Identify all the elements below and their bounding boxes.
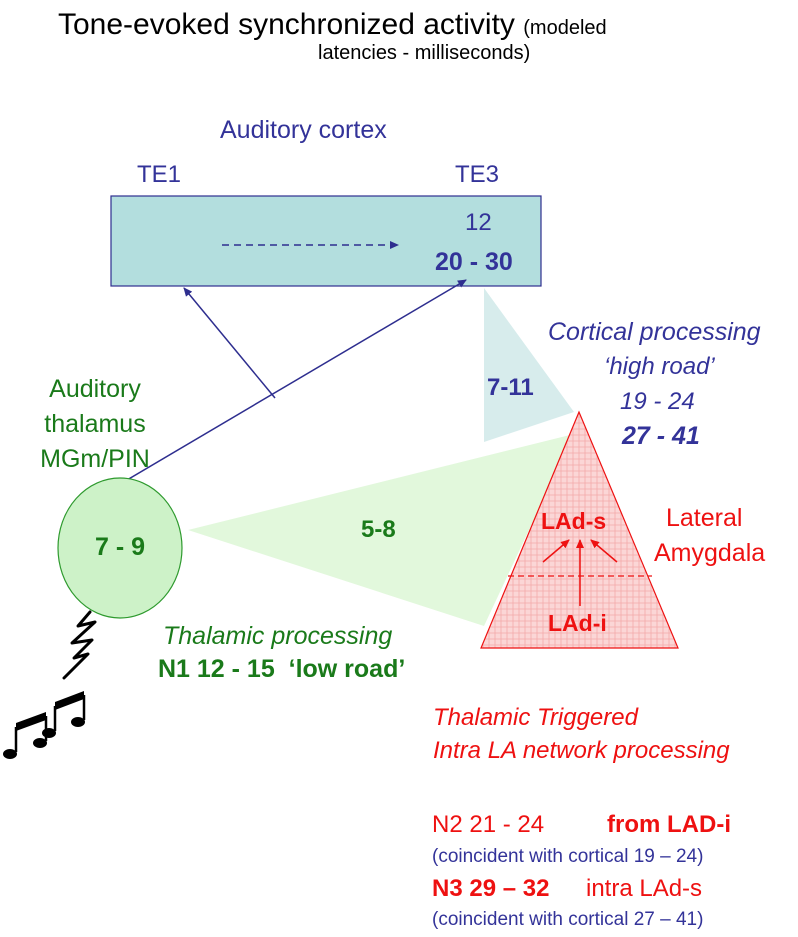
lateral-label: Lateral [666, 504, 743, 532]
title-sub-part2: latencies - milliseconds) [318, 42, 531, 64]
n3-label: N3 29 – 32 [432, 875, 550, 902]
cortex-value-early: 12 [465, 209, 492, 236]
n3-source: intra LAd-s [586, 875, 703, 902]
thalamus-label-1: Auditory [49, 375, 141, 403]
thalamus-label-3: MGm/PIN [40, 445, 150, 473]
high-road-label: ‘high road’ [604, 353, 715, 380]
page-title: Tone-evoked synchronized activity (model… [58, 8, 607, 42]
n2-label: N2 21 - 24 [432, 811, 545, 838]
thalamic-processing-heading: Thalamic processing [163, 622, 393, 650]
te3-label: TE3 [455, 161, 500, 188]
thalamus-value: 7 - 9 [94, 533, 146, 561]
n2-source: from LAD-i [607, 811, 731, 838]
cortex-value-late: 20 - 30 [435, 248, 513, 276]
auditory-cortex-heading: Auditory cortex [220, 116, 387, 144]
low-road-label: N1 12 - 15 ‘low road’ [158, 655, 406, 683]
right-diagonal-arrow [590, 539, 618, 563]
thalamic-latency: 5-8 [361, 516, 396, 543]
title-sub-part1: (modeled [523, 17, 607, 39]
amygdala-label: Amygdala [654, 539, 766, 567]
n3-note: (coincident with cortical 27 – 41) [432, 909, 704, 930]
thalamic-beam [188, 434, 574, 626]
cortical-beam [484, 288, 574, 442]
music-notes-icon [3, 610, 97, 759]
cortical-latency: 7-11 [487, 374, 534, 401]
cortical-range-2: 27 - 41 [622, 422, 700, 450]
cortical-range-1: 19 - 24 [620, 388, 695, 415]
te1-label: TE1 [137, 161, 182, 188]
thalamus-to-cortex-line [109, 279, 467, 491]
cortex-box [110, 195, 542, 287]
lad-s-label: LAd-s [541, 508, 607, 534]
title-main: Tone-evoked synchronized activity [58, 8, 515, 41]
cortical-processing-heading: Cortical processing [548, 318, 761, 346]
n2-note: (coincident with cortical 19 – 24) [432, 846, 704, 867]
network-heading-2: Intra LA network processing [433, 737, 730, 764]
lad-i-label: LAd-i [548, 610, 607, 636]
thalamus-ellipse [57, 477, 183, 619]
branch-to-te1-line [183, 287, 276, 399]
thalamus-label-2: thalamus [44, 410, 146, 438]
network-heading-1: Thalamic Triggered [433, 704, 638, 731]
amygdala-triangle [480, 410, 679, 649]
left-diagonal-arrow [542, 539, 570, 563]
